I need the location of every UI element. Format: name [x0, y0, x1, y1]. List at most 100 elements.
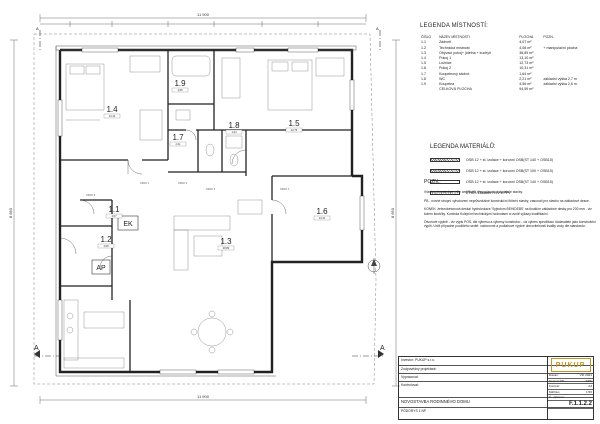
material-swatch-icon [430, 191, 460, 195]
material-label: OSB 12 + st. izolace + korunní OSB(ST 14… [466, 158, 553, 162]
table-row: 1.5 Ložnice 12,73 m² [420, 61, 596, 66]
materials-legend: LEGENDA MATERIÁLŮ: OSB 12 + st. izolace … [430, 144, 580, 202]
table-cell: Ložnice [439, 61, 452, 66]
cell-key: Č. výkresu: [549, 395, 565, 400]
table-cell: Obývací pokoj+ jídelna + kuchyň [439, 50, 492, 55]
table-cell: základní výška 2,6 m [543, 82, 577, 87]
table-cell: 1.4 [421, 56, 426, 61]
table-cell: 2,21 m² [519, 76, 532, 81]
column-header: ČÍSLO [421, 35, 432, 40]
table-cell: 1.5 [421, 61, 426, 66]
drawing-name: PŮDORYS 1.NP [399, 407, 593, 414]
table-cell: Pokoj 2 [439, 66, 452, 71]
title-block-cell: Datum: VIII.2021 [548, 373, 593, 379]
title-block-cell: Měřítko:1:50 [548, 390, 593, 396]
note-paragraph: KONEK: železobetonová deska/ hydroizolac… [424, 207, 592, 216]
table-cell: 1.7 [421, 71, 426, 76]
table-cell [542, 87, 596, 92]
column-header: PLOCHA [519, 35, 534, 40]
title-block-row: Zodpovědný projektant: [399, 365, 593, 372]
table-cell [420, 87, 438, 92]
room-number-1-9: 1.9 [174, 79, 186, 88]
table-cell: 1.1 [421, 40, 426, 45]
table-row: 1.7 Koupelnový sádrot. 1,64 m² [420, 72, 596, 77]
table-cell: Pokoj 1 [439, 56, 452, 61]
note-paragraph: PB - nosné stropní vyhotovení neprůvzduš… [424, 198, 590, 203]
cell-value: DPS [585, 378, 592, 383]
material-item: OSB 12 + st. izolace + korunní OSB(ST 14… [430, 180, 580, 184]
table-cell: základní výška 2,7 m [543, 76, 577, 81]
table-cell: 4,07 m² [519, 40, 532, 45]
table-cell: Koupelnový sádrot. [439, 71, 470, 76]
drawing-number: F.1.1.2.2 [548, 401, 593, 409]
title-block-cell: Stupeň PD: DPS [548, 379, 593, 385]
right-dimension: 8 850 [390, 207, 395, 218]
window-label: OKNO 3 [206, 188, 216, 191]
material-label: OSB 12 + st. izolace + korunní OSB(ST 14… [466, 180, 553, 184]
bottom-dimension: 11 900 [197, 394, 210, 399]
table-header-row: ČÍSLO NÁZEV MÍSTNOSTI PLOCHA POZN. [420, 35, 596, 40]
window-label: OKNO 1 [140, 182, 150, 185]
company-logo: PUKUP [550, 358, 591, 372]
material-swatch-icon [430, 180, 460, 184]
cell-key: Stupeň PD: [549, 378, 565, 383]
cell-key: Formát: [549, 384, 560, 389]
room-area-1-5: 12,73 [291, 128, 298, 132]
cell-value: VIII.2021 [579, 373, 592, 377]
room-legend-table: ČÍSLO NÁZEV MÍSTNOSTI PLOCHA POZN. 1.1 Zá… [420, 35, 596, 92]
room-area-1-7: 2,21 [175, 142, 181, 146]
material-item: OSB 12 + st. izolace + korunní OSB(ST 10… [430, 169, 580, 173]
table-cell: CELKOVÁ PLOCHA [439, 87, 472, 92]
table-cell: Zádveří [439, 40, 452, 45]
room-number-1-7: 1.7 [172, 133, 184, 142]
table-cell: 1,64 m² [519, 71, 532, 76]
section-label: A [36, 26, 39, 31]
equipment-label-ek: EK [123, 221, 133, 228]
room-area-1-1: 4,07 [111, 214, 117, 218]
left-dimension: 8 850 [8, 207, 13, 218]
cell-value: 1:50 [585, 389, 592, 394]
note-paragraph: Otvorové výplně - viz výpis POS, dle výk… [424, 220, 596, 229]
cell-key: Datum: [549, 373, 559, 377]
window-label: OKNO 2 [178, 182, 188, 185]
table-cell: 13,10 m² [519, 56, 534, 61]
table-cell: + manipulační plocha [543, 45, 578, 50]
room-area-1-4: 13,10 [109, 114, 116, 118]
room-area-1-8: 1,64 [231, 130, 237, 134]
section-label: A [34, 345, 39, 352]
section-label: A [380, 345, 385, 352]
note-paragraph: Všechny konstrukce - dle certifikátů dře… [424, 190, 523, 195]
column-header: NÁZEV MÍSTNOSTI [439, 35, 470, 40]
material-swatch-icon [430, 169, 460, 173]
table-cell: 4,56 m² [519, 82, 532, 87]
table-cell: 4,08 m² [519, 45, 532, 50]
title-block: Investor: PUKUP s.r.o. Zodpovědný projek… [398, 356, 594, 420]
table-cell: 1.8 [421, 76, 426, 81]
material-swatch-icon [430, 158, 460, 162]
room-number-1-8: 1.8 [228, 121, 240, 130]
window-label: OKNO 4 [280, 188, 290, 191]
equipment-label-ap: AP [96, 265, 106, 272]
window-label: OKNO 5 [86, 194, 96, 197]
room-area-1-3: 38,89 [223, 246, 230, 250]
column-header: POZN. [543, 35, 554, 40]
table-cell: 12,73 m² [519, 61, 534, 66]
room-area-1-6: 10,31 [319, 216, 326, 220]
top-dimension: 11 900 [197, 12, 210, 17]
notes-title: POZN.: [424, 179, 441, 185]
title-block-row: Kontroloval: [399, 381, 593, 388]
table-cell: 38,89 m² [519, 50, 534, 55]
table-cell: WC [439, 76, 446, 81]
material-item: OSB 12 + st. izolace + korunní OSB(ST 14… [430, 158, 580, 162]
cell-value: A3 [588, 384, 592, 389]
room-number-1-1: 1.1 [108, 205, 120, 214]
table-cell: 1.2 [421, 45, 426, 50]
table-cell: 1.9 [421, 82, 426, 87]
material-label: OSB 12 + st. izolace + korunní OSB(ST 10… [466, 169, 553, 173]
room-legend-title: LEGENDA MÍSTNOSTÍ: [420, 23, 488, 29]
floor-plan-drawing: 11 900 11 900 8 850 8 850 A A A A 1.4 1.… [8, 12, 400, 404]
